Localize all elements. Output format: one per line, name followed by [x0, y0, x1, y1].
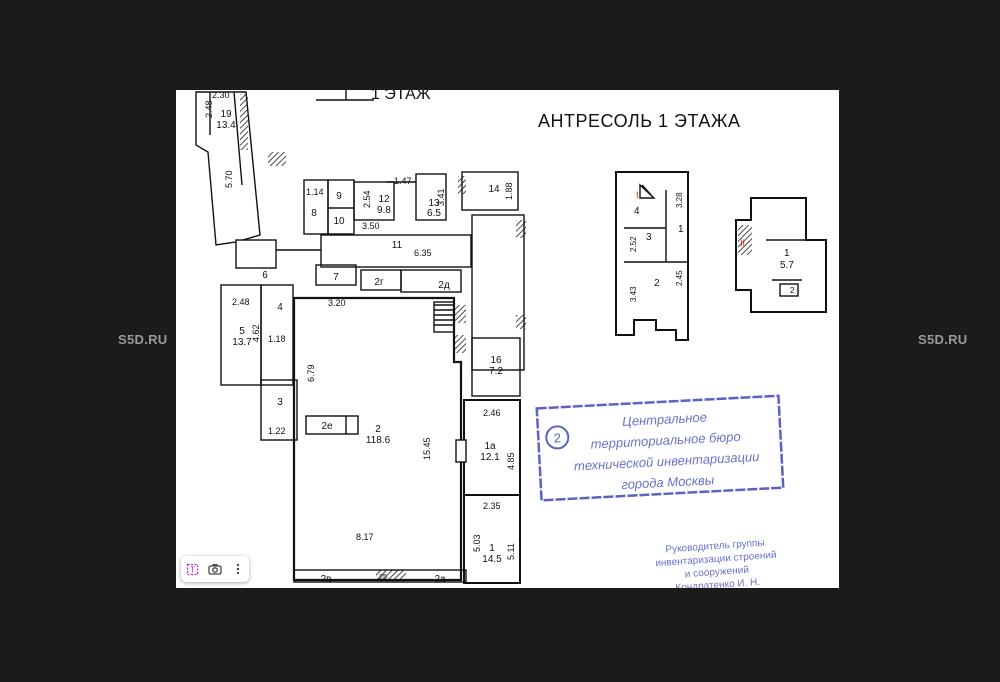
dim-2-48b: 2.48	[232, 297, 250, 307]
stamp-line-1: Центральное	[622, 410, 708, 429]
dim-8-17: 8.17	[356, 532, 374, 542]
dim-3-50: 3.50	[362, 221, 380, 231]
room-1a-area: 12.1	[480, 452, 500, 463]
top-fragment-label: 1 ЭТАЖ	[371, 90, 431, 103]
room-3-num: 3	[277, 397, 283, 408]
mezzanine-title: АНТРЕСОЛЬ 1 ЭТАЖА	[538, 111, 741, 131]
dim-2-48: 2.48	[204, 100, 214, 118]
crop-icon[interactable]: T	[183, 560, 201, 578]
mezz-right-small: 2	[790, 286, 795, 295]
room-2d-num: 2д	[438, 280, 450, 291]
dim-1-22: 1.22	[268, 426, 286, 436]
mezz-left-dim-3-43: 3.43	[629, 286, 638, 302]
room-6-num: 6	[262, 270, 268, 281]
room-9-num: 9	[336, 191, 342, 202]
dim-2-46: 2.46	[483, 408, 501, 418]
dim-1-47: 1.47	[394, 176, 412, 186]
room-2-num: 2	[375, 424, 381, 435]
svg-text:T: T	[190, 565, 195, 574]
mezz-left-dim-2-52: 2.52	[629, 236, 638, 252]
dim-3-41: 3.41	[436, 188, 446, 206]
mezz-left-room-3: 3	[646, 232, 652, 243]
mezz-left-dim-3-28: 3.28	[675, 192, 684, 208]
room-19-area: 13.4	[216, 120, 236, 131]
room-16-area: 7.2	[489, 366, 503, 377]
dim-2-35: 2.35	[483, 501, 501, 511]
stamp-badge: 2	[553, 430, 561, 445]
room-10-num: 10	[333, 216, 345, 227]
dim-1-88: 1.88	[504, 182, 514, 200]
room-2-area: 118.6	[366, 435, 391, 446]
mezz-left-marker: I	[636, 190, 639, 200]
room-11-num: 11	[392, 240, 403, 251]
floor-plan-drawing: 1 ЭТАЖ АНТРЕСОЛЬ 1 ЭТАЖА 19 13.4 8 9 10 …	[195, 90, 827, 588]
more-icon[interactable]	[229, 560, 247, 578]
dim-6-35: 6.35	[414, 248, 432, 258]
stamp-line-2: территориальное бюро	[590, 429, 741, 452]
mezz-right-room-1: 1	[784, 248, 790, 259]
room-16-num: 16	[490, 355, 502, 366]
room-2e-num: 2е	[321, 421, 333, 432]
dim-5-70: 5.70	[224, 170, 234, 188]
mezz-left-room-1: 1	[678, 224, 684, 235]
mezz-left-dim-2-45: 2.45	[675, 270, 684, 286]
room-2g-num: 2г	[374, 277, 384, 288]
room-1-area: 14.5	[482, 554, 502, 565]
room-13-area: 6.5	[427, 208, 441, 219]
mezz-left-room-2: 2	[654, 278, 660, 289]
dim-4-62: 4.62	[251, 324, 261, 342]
dim-15-45: 15.45	[422, 437, 432, 460]
mezz-right-marker: II	[740, 238, 745, 248]
dim-2-30: 2.30	[212, 90, 230, 100]
dim-3-20: 3.20	[328, 298, 346, 308]
dim-6-79: 6.79	[306, 364, 316, 382]
mezz-left-room-4: 4	[634, 206, 640, 217]
room-2a-num: 2а	[434, 574, 446, 585]
room-19-num: 19	[220, 109, 232, 120]
camera-icon[interactable]	[206, 560, 224, 578]
signature-line-4: Кондратенко И. Н.	[675, 577, 760, 588]
dim-5-11: 5.11	[506, 543, 516, 560]
room-25-num: 25	[379, 574, 387, 581]
room-14-num: 14	[488, 184, 500, 195]
dim-4-85: 4.85	[506, 452, 516, 470]
room-1a-num: 1а	[484, 441, 496, 452]
dim-2-54: 2.54	[362, 190, 372, 208]
signature-block: Руководитель группы инвентаризации строе…	[655, 538, 777, 588]
stamp-line-4: города Москвы	[621, 472, 715, 492]
stamp: 2 Центральное территориальное бюро техни…	[535, 394, 785, 502]
watermark-left: S5D.RU	[118, 332, 168, 347]
watermark-right: S5D.RU	[918, 332, 968, 347]
room-7-num: 7	[333, 272, 339, 283]
stamp-line-3: технической инвентаризации	[574, 449, 760, 474]
room-12-num: 12	[378, 194, 390, 205]
signature-line-3: и сооружений	[685, 565, 750, 580]
room-12-area: 9.8	[377, 205, 391, 216]
room-1-num: 1	[489, 543, 495, 554]
floor-plan-image: 1 ЭТАЖ АНТРЕСОЛЬ 1 ЭТАЖА 19 13.4 8 9 10 …	[176, 90, 839, 588]
room-8-num: 8	[311, 208, 317, 219]
room-5-num: 5	[239, 326, 245, 337]
image-toolbar: T	[181, 556, 249, 582]
room-5-area: 13.7	[232, 337, 252, 348]
room-4-num: 4	[277, 302, 283, 313]
dim-5-03: 5.03	[472, 534, 482, 552]
room-13-num: 13	[428, 198, 440, 209]
dim-1-14: 1.14	[306, 187, 324, 197]
mezz-right-area: 5.7	[780, 260, 794, 271]
room-2v-num: 2в	[321, 574, 332, 585]
dim-1-18: 1.18	[268, 334, 286, 344]
